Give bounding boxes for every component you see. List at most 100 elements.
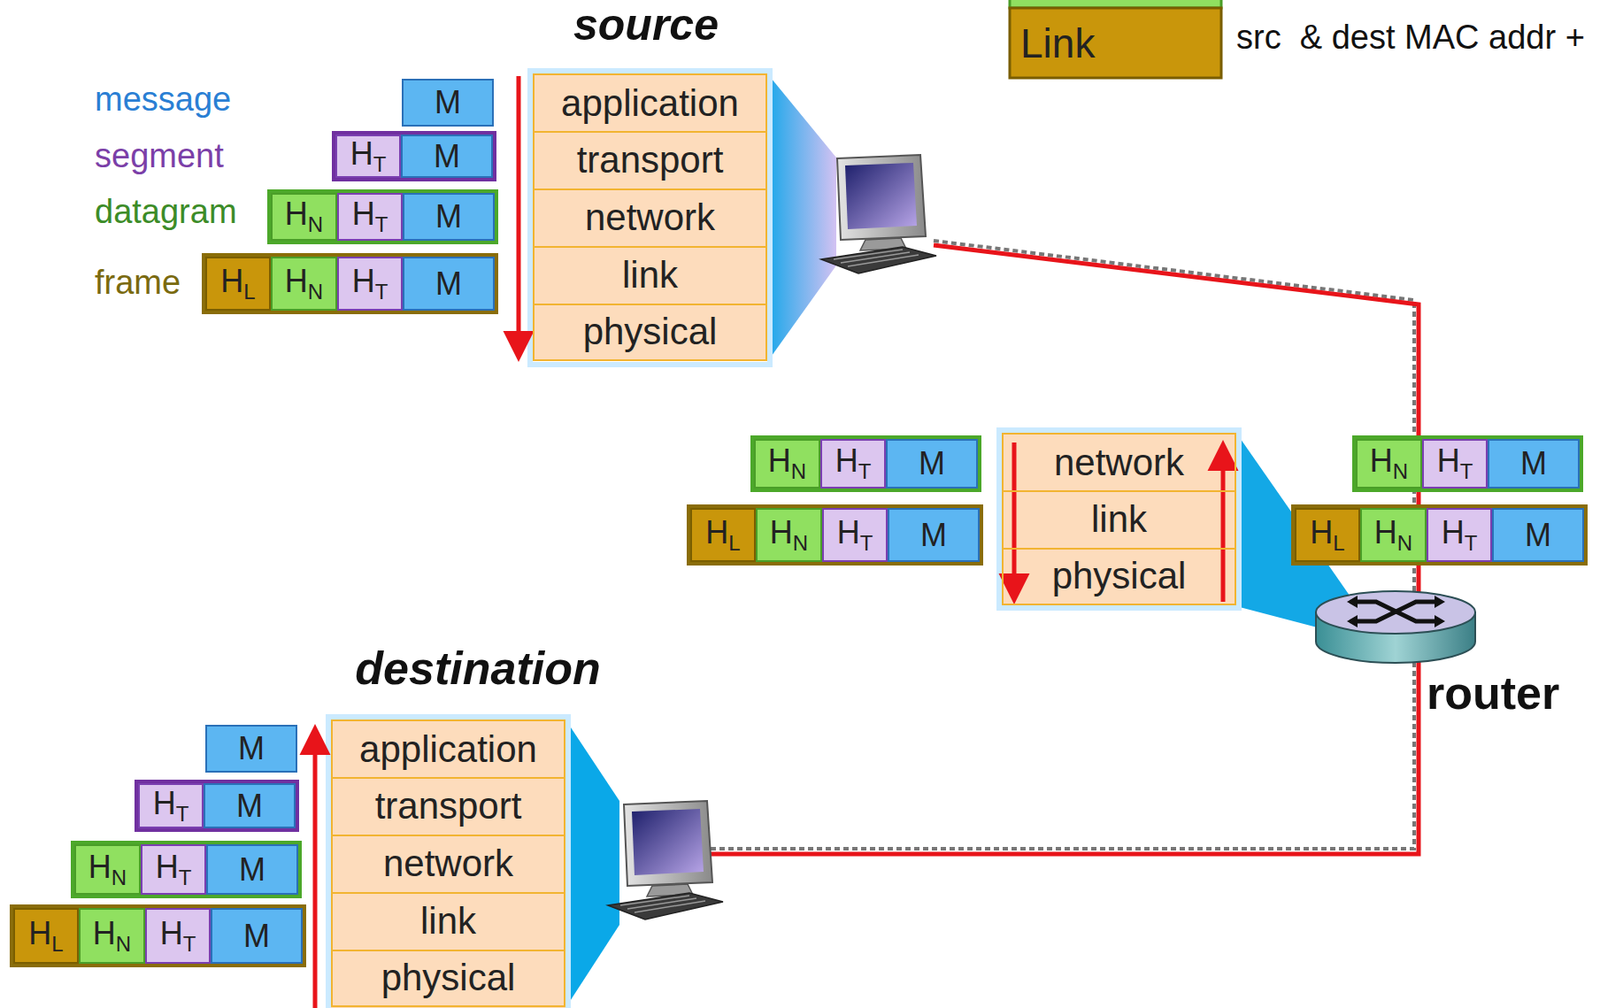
node-text: HL xyxy=(705,516,740,554)
packet-field: HT xyxy=(138,783,204,829)
packet-field: M xyxy=(210,907,303,964)
node-text: transport xyxy=(375,787,523,825)
packet-field: M xyxy=(887,507,980,562)
stack-title: destination xyxy=(354,644,600,693)
node-text: application xyxy=(359,730,538,769)
zoom-wedge xyxy=(565,719,620,1008)
node-text: HN xyxy=(1374,516,1413,554)
node-text: application xyxy=(561,84,739,123)
packet-field: HT xyxy=(1426,507,1493,562)
node-text: HT xyxy=(155,851,193,889)
node-text: HL xyxy=(1309,516,1345,554)
node-text: M xyxy=(918,447,946,480)
protocol-layer: network xyxy=(1001,432,1237,493)
stack-title: source xyxy=(573,1,719,49)
node-text: M xyxy=(433,140,461,173)
zoom-wedge xyxy=(767,73,837,362)
node-text: physical xyxy=(583,313,718,351)
packet-field: HT xyxy=(337,256,403,311)
pdu-name: datagram xyxy=(94,194,238,231)
packet-field: HN xyxy=(270,256,338,311)
protocol-layer: link xyxy=(532,246,768,306)
protocol-layer: application xyxy=(532,73,768,133)
node-text: HL xyxy=(28,917,63,955)
packet-field: M xyxy=(205,724,298,773)
node-text: M xyxy=(243,920,270,953)
node-text: HT xyxy=(1441,516,1478,554)
node-text: HN xyxy=(769,516,808,554)
node-text: HN xyxy=(92,917,131,955)
protocol-layer: physical xyxy=(1001,547,1237,606)
node-text: Link xyxy=(1020,23,1095,64)
node-text: link xyxy=(622,256,678,294)
packet-field: M xyxy=(402,256,495,311)
packet-field: HL xyxy=(690,507,756,562)
computer-icon xyxy=(821,154,937,274)
protocol-layer: transport xyxy=(532,130,768,191)
node-text: network xyxy=(383,845,514,883)
node-text: HN xyxy=(768,445,807,483)
node-text: network xyxy=(1053,444,1185,482)
legend-box: Link xyxy=(1009,7,1222,78)
node-text: link xyxy=(420,902,477,940)
packet-field: M xyxy=(401,78,494,127)
flow-arrow xyxy=(315,76,1224,1008)
node-text: HT xyxy=(835,445,872,483)
packet-field: HL xyxy=(1294,507,1361,562)
protocol-layer: link xyxy=(1001,490,1237,550)
protocol-layer: application xyxy=(330,719,566,779)
computer-icon xyxy=(607,800,724,920)
node-text: M xyxy=(238,732,265,765)
router-icon xyxy=(1315,591,1476,663)
node-text: HT xyxy=(837,516,874,554)
packet-field: M xyxy=(203,783,296,829)
packet-field: HN xyxy=(753,438,821,489)
node-text: M xyxy=(435,268,462,300)
packet-field: HN xyxy=(78,907,146,964)
node-text: M xyxy=(920,519,947,552)
node-text: link xyxy=(1091,500,1147,539)
node-text: M xyxy=(238,853,266,886)
node-text: HL xyxy=(220,265,255,303)
packet-field: M xyxy=(402,192,495,241)
protocol-layer: link xyxy=(330,892,566,952)
wire-dashed xyxy=(693,661,1415,849)
protocol-layer: network xyxy=(330,834,566,894)
device-name: router xyxy=(1426,669,1560,718)
packet-field: HT xyxy=(335,134,401,178)
node-text: physical xyxy=(1052,557,1187,595)
protocol-layer: transport xyxy=(330,776,566,837)
node-text: M xyxy=(236,790,263,823)
packet-field: HL xyxy=(205,256,271,311)
packet-field: HN xyxy=(270,192,338,241)
node-text: HN xyxy=(284,265,324,303)
protocol-layer: physical xyxy=(532,303,768,362)
packet-field: M xyxy=(400,134,493,178)
node-text: HT xyxy=(352,265,389,303)
wire xyxy=(693,661,1419,854)
wire xyxy=(933,245,1419,602)
packet-field: HT xyxy=(140,844,207,895)
protocol-layer: physical xyxy=(330,949,566,1008)
node-text: M xyxy=(435,200,462,233)
pdu-name: frame xyxy=(94,265,181,301)
protocol-layer: network xyxy=(532,188,768,248)
packet-field: HT xyxy=(145,907,211,964)
node-text: HT xyxy=(352,198,389,236)
node-text: transport xyxy=(576,141,724,179)
node-text: HN xyxy=(1369,445,1408,483)
packet-field: M xyxy=(885,438,978,489)
node-text: physical xyxy=(381,959,516,997)
stack-fill xyxy=(328,70,1239,1008)
packet-field: M xyxy=(1492,507,1585,562)
node-text: M xyxy=(434,86,462,119)
packet-field: HL xyxy=(13,907,79,964)
packet-field: HT xyxy=(822,507,888,562)
node-text: HT xyxy=(153,787,190,825)
node-text: M xyxy=(1520,447,1547,480)
packet-field: M xyxy=(1487,438,1580,489)
packet-field: HT xyxy=(337,192,403,241)
packet-field: HN xyxy=(1360,507,1427,562)
node-text: network xyxy=(584,199,716,237)
